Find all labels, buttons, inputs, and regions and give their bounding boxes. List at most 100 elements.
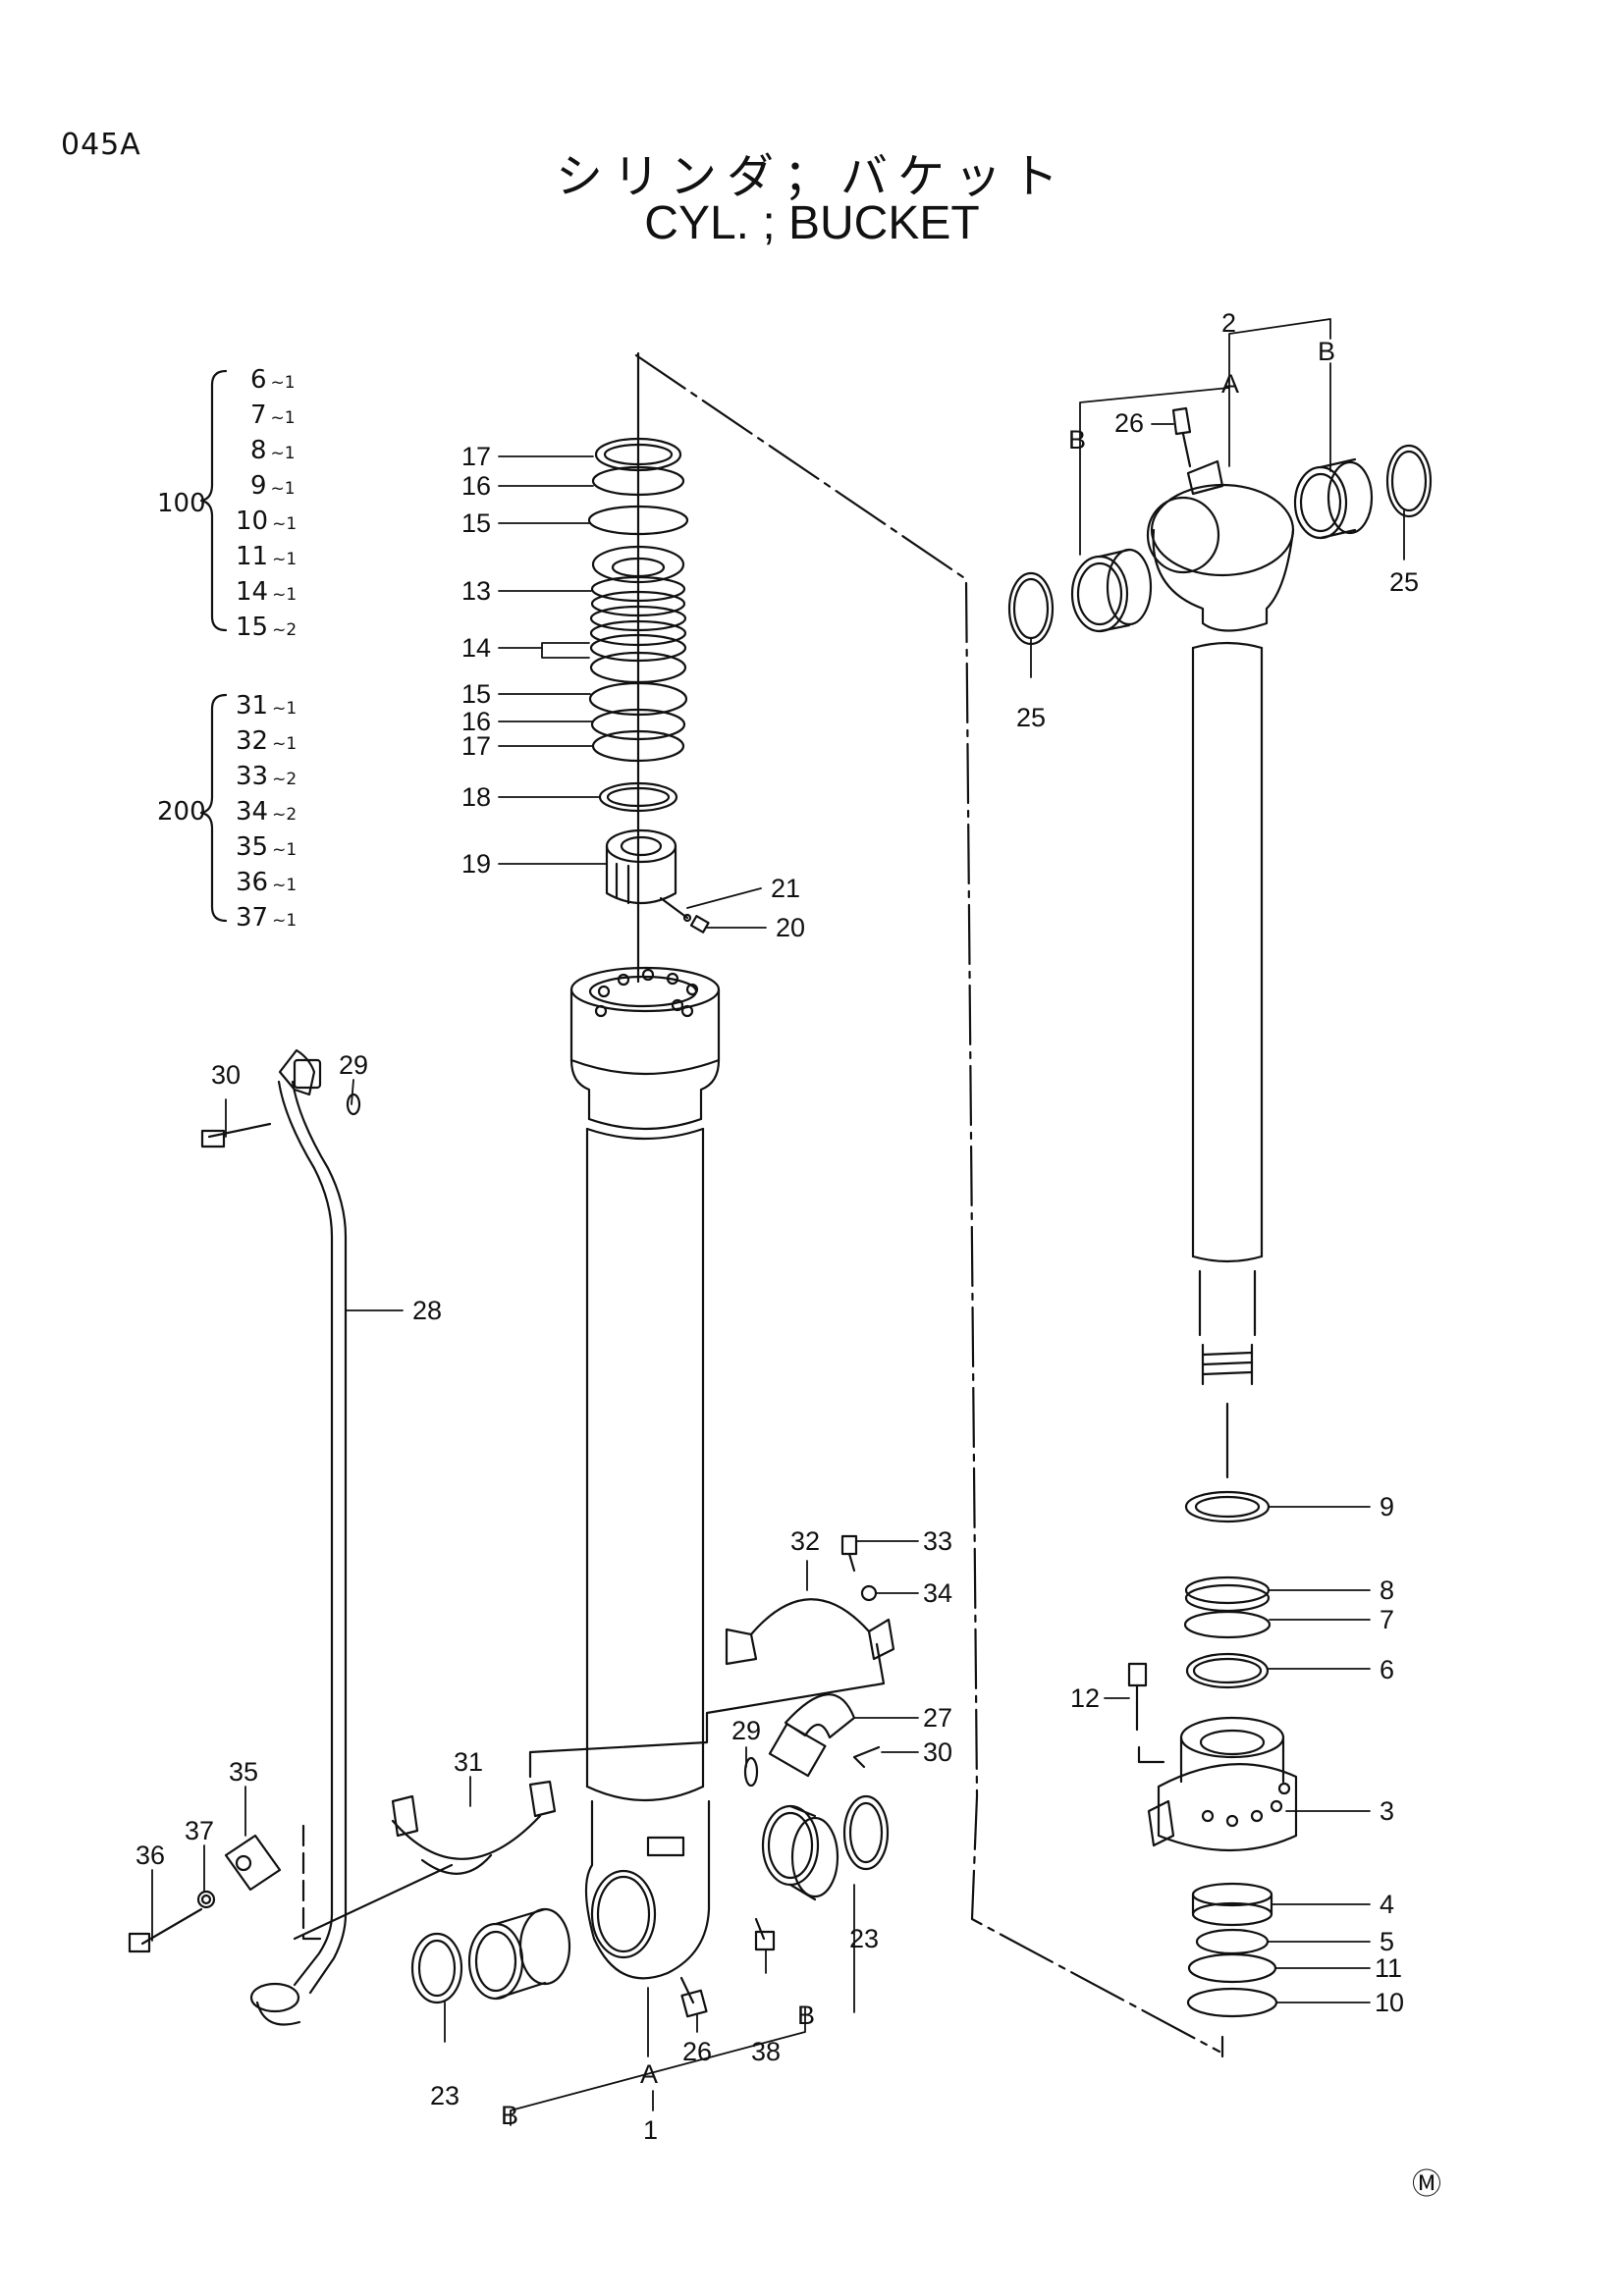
callout-21: 21 xyxy=(771,874,801,903)
callout-2: 2 xyxy=(1221,308,1237,338)
kit-item: 8~1 xyxy=(250,436,296,465)
seal-stack xyxy=(589,439,687,811)
callout-12: 12 xyxy=(1070,1683,1101,1713)
kit-item: 37~1 xyxy=(236,903,298,933)
callout-16: 16 xyxy=(461,471,492,501)
callout-27: 27 xyxy=(923,1703,953,1733)
callout-6: 6 xyxy=(1380,1655,1395,1684)
elbow xyxy=(745,1694,879,1786)
kit-item: 34~2 xyxy=(236,797,298,827)
callout-16: 16 xyxy=(461,707,492,736)
callout-5: 5 xyxy=(1380,1927,1395,1956)
plug-38 xyxy=(756,1919,774,1949)
kit-item: 35~1 xyxy=(236,832,298,862)
callout-29: 29 xyxy=(731,1716,762,1745)
callout-30: 30 xyxy=(923,1737,953,1767)
callout-29: 29 xyxy=(339,1050,369,1080)
callout-33: 33 xyxy=(923,1526,953,1556)
callout-35: 35 xyxy=(229,1757,259,1787)
clamp-bolt xyxy=(842,1536,876,1600)
kit-item: 10~1 xyxy=(236,507,298,536)
callout-10: 10 xyxy=(1375,1988,1405,2017)
callout-19: 19 xyxy=(461,849,492,879)
callout-25: 25 xyxy=(1016,703,1047,732)
page-code: 045A xyxy=(61,128,141,162)
pipe xyxy=(251,1082,346,2025)
callout-15: 15 xyxy=(461,508,492,538)
callout-B: B xyxy=(1318,337,1336,366)
callout-A: A xyxy=(640,2059,659,2089)
callout-7: 7 xyxy=(1380,1605,1395,1634)
callout-20: 20 xyxy=(776,913,806,942)
clamp-upper xyxy=(530,1599,893,1777)
kit-item: 14~1 xyxy=(236,577,298,607)
set-screw xyxy=(661,898,709,933)
pipe-leader-dashes xyxy=(303,1826,324,1939)
kit-item: 33~2 xyxy=(236,762,298,791)
kit-item: 32~1 xyxy=(236,726,298,756)
piston-rod xyxy=(1148,461,1293,1477)
callout-A: A xyxy=(1221,369,1240,399)
callout-31: 31 xyxy=(454,1747,484,1777)
page-title-japanese: シリンダ；バケット xyxy=(555,149,1068,204)
callout-26: 26 xyxy=(1114,408,1145,438)
kit-item: 9~1 xyxy=(250,471,296,501)
callout-23: 23 xyxy=(849,1924,880,1953)
callout-B: B xyxy=(797,2001,816,2030)
callout-B: B xyxy=(1068,425,1087,454)
callout-14: 14 xyxy=(461,633,492,663)
callout-3: 3 xyxy=(1380,1796,1395,1826)
callout-30: 30 xyxy=(211,1060,242,1090)
callout-13: 13 xyxy=(461,576,492,606)
kit-item: 31~1 xyxy=(236,691,298,721)
callout-23: 23 xyxy=(430,2081,460,2110)
callout-36: 36 xyxy=(135,1841,166,1870)
callout-1: 1 xyxy=(643,2115,659,2145)
kit-brace-100 xyxy=(201,371,226,630)
piston-nut xyxy=(607,830,676,903)
callout-18: 18 xyxy=(461,782,492,812)
manufacturer-mark: Ⓜ xyxy=(1412,2167,1441,2202)
callout-38: 38 xyxy=(751,2037,782,2066)
callout-4: 4 xyxy=(1380,1890,1395,1919)
grease-nipple-top xyxy=(1173,408,1190,466)
bushing-lower-left xyxy=(412,1909,569,2002)
kit-item: 11~1 xyxy=(236,542,298,571)
rod-seals xyxy=(1185,1492,1270,1687)
rod-eye-bushings xyxy=(1009,446,1431,644)
kit-label: 200 xyxy=(157,797,206,827)
callout-11: 11 xyxy=(1375,1953,1403,1983)
bushing-lower-right xyxy=(763,1796,888,1899)
callout-9: 9 xyxy=(1380,1492,1395,1522)
block xyxy=(130,1836,280,1951)
pipe-flange-top xyxy=(202,1050,359,1147)
callout-32: 32 xyxy=(790,1526,821,1556)
callout-8: 8 xyxy=(1380,1575,1395,1605)
head-seals xyxy=(1188,1884,1276,2056)
callout-15: 15 xyxy=(461,679,492,709)
kit-item: 6~1 xyxy=(250,365,296,395)
leader-lines xyxy=(152,319,1404,2125)
callout-17: 17 xyxy=(461,731,492,761)
callout-26: 26 xyxy=(682,2037,713,2066)
callout-25: 25 xyxy=(1389,567,1420,597)
callout-B: B xyxy=(501,2101,519,2130)
cylinder-tube xyxy=(571,968,719,1800)
page-title-english: CYL. ; BUCKET xyxy=(644,197,980,249)
callout-28: 28 xyxy=(412,1296,443,1325)
cylinder-bottom-eye xyxy=(586,1801,709,1978)
assembly-dash-line xyxy=(636,355,1219,2052)
cylinder-head xyxy=(1139,1718,1296,1850)
kit-brace-200 xyxy=(201,695,226,921)
callout-34: 34 xyxy=(923,1578,953,1608)
kit-item: 7~1 xyxy=(250,400,296,430)
kit-label: 100 xyxy=(157,489,206,518)
clamp-lower xyxy=(295,1782,555,1939)
kit-item: 15~2 xyxy=(236,613,298,642)
kit-item: 36~1 xyxy=(236,868,298,897)
grease-nipple-bottom xyxy=(681,1978,707,2016)
callout-37: 37 xyxy=(185,1816,215,1845)
head-bolt xyxy=(1129,1664,1146,1730)
callout-17: 17 xyxy=(461,442,492,471)
